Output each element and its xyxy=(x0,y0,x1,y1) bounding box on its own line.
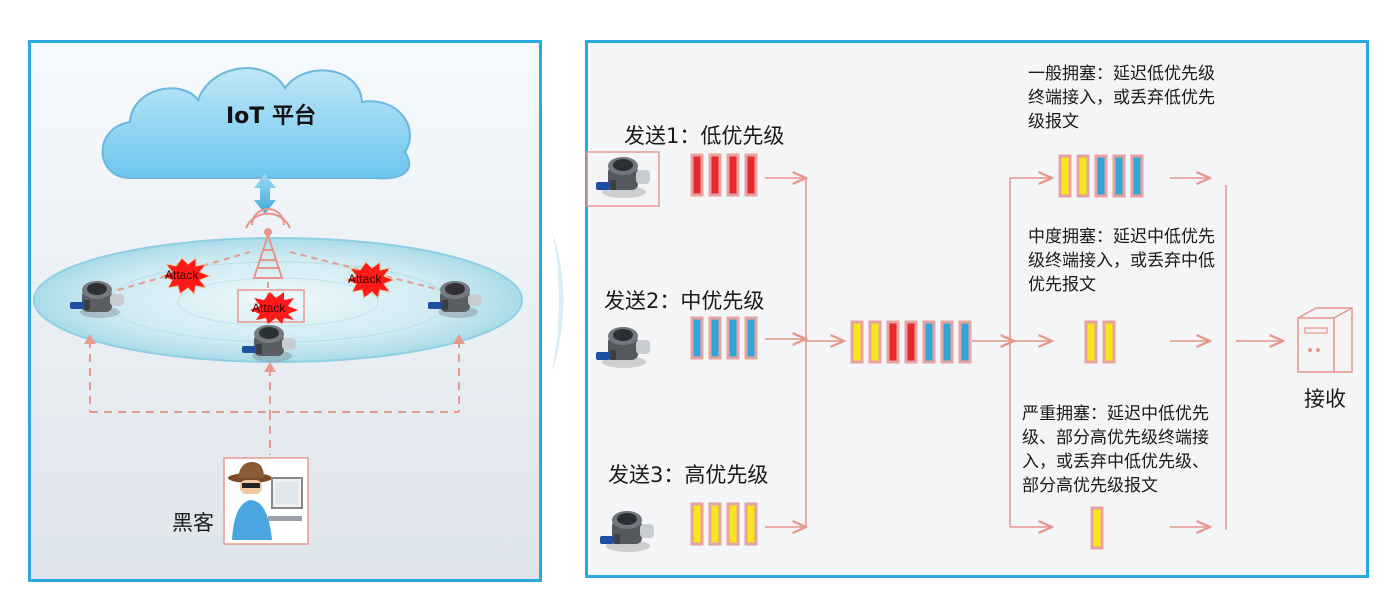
packet xyxy=(904,320,918,364)
packet xyxy=(1112,154,1126,198)
sender-2-label: 发送2：中优先级 xyxy=(604,289,765,313)
cloud-label: IoT 平台 xyxy=(226,104,316,129)
merged-queue xyxy=(850,320,972,364)
sender-1-meter-icon xyxy=(586,151,660,207)
packet xyxy=(1130,154,1144,198)
attack-burst-center: Attack xyxy=(237,289,305,324)
packet xyxy=(726,316,740,360)
packet xyxy=(850,320,864,364)
packet xyxy=(958,320,972,364)
packet xyxy=(744,153,758,197)
packet xyxy=(1094,154,1108,198)
packet xyxy=(708,153,722,197)
packet xyxy=(690,316,704,360)
medium-congestion-queue xyxy=(1084,320,1116,364)
packet xyxy=(708,316,722,360)
packet xyxy=(868,320,882,364)
packet xyxy=(922,320,936,364)
severe-congestion-note: 严重拥塞：延迟中低优先级、部分高优先级终端接入，或丢弃中低优先级、部分高优先级报… xyxy=(1022,404,1209,496)
severe-congestion-queue xyxy=(1090,506,1104,550)
packet xyxy=(1090,506,1104,550)
server-icon xyxy=(1297,307,1353,373)
hacker-icon xyxy=(223,457,309,545)
hacker-attack-paths xyxy=(89,340,460,455)
general-congestion-queue xyxy=(1058,154,1144,198)
base-station-icon xyxy=(245,208,291,279)
general-congestion-note: 一般拥塞：延迟低优先级终端接入，或丢弃低优先级报文 xyxy=(1028,64,1215,132)
sender-1-label: 发送1：低优先级 xyxy=(624,124,785,148)
attack-label-right: Attack xyxy=(348,272,382,286)
cloud-icon xyxy=(101,67,411,180)
packet xyxy=(744,502,758,546)
medium-congestion-note: 中度拥塞：延迟中低优先级终端接入，或丢弃中低优先报文 xyxy=(1028,227,1215,295)
receiver-label: 接收 xyxy=(1304,387,1346,411)
packet xyxy=(690,153,704,197)
attack-burst-right: Attack xyxy=(344,261,396,299)
sender-2-queue xyxy=(690,316,758,360)
uplink-arrow-icon xyxy=(254,174,276,214)
packet xyxy=(886,320,900,364)
packet xyxy=(690,502,704,546)
flow-chevron-icon xyxy=(552,230,564,372)
hacker-label: 黑客 xyxy=(172,511,214,535)
sender-arrows xyxy=(765,178,1283,530)
packet xyxy=(726,153,740,197)
packet xyxy=(1058,154,1072,198)
packet xyxy=(726,502,740,546)
packet xyxy=(1102,320,1116,364)
hacker-path-arrowheads xyxy=(84,334,465,372)
sender-2-meter-icon xyxy=(596,327,650,368)
sender-1-queue xyxy=(690,153,758,197)
attack-burst-left: Attack xyxy=(160,257,212,295)
attack-label-left: Attack xyxy=(165,268,199,282)
sender-3-queue xyxy=(690,502,758,546)
sender-3-meter-icon xyxy=(600,511,654,552)
congestion-control-panel xyxy=(585,40,1369,578)
packet xyxy=(1076,154,1090,198)
attack-label-center: Attack xyxy=(252,301,286,315)
packet xyxy=(744,316,758,360)
packet xyxy=(1084,320,1098,364)
packet xyxy=(708,502,722,546)
packet xyxy=(940,320,954,364)
sender-3-label: 发送3：高优先级 xyxy=(608,463,769,487)
